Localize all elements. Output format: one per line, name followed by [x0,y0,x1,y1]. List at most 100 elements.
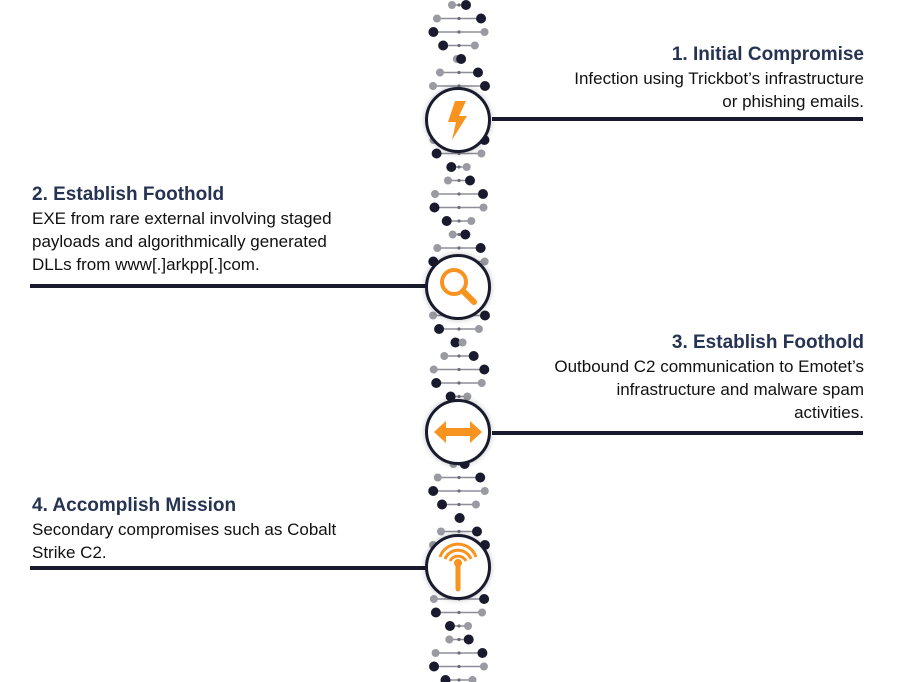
dna-rung-dot [457,327,461,331]
double-arrow-icon [434,421,482,443]
dna-strand-bead [468,676,477,682]
dna-strand-bead [463,634,474,645]
dna-strand-bead [461,0,472,10]
step-4-node [425,534,491,600]
dna-strand-bead [441,216,452,226]
dna-rung-dot [457,664,461,669]
dna-rung-dot [457,70,461,75]
dna-strand-bead [435,68,444,77]
dna-strand-bead [477,189,488,199]
magnifier-icon [440,268,477,305]
dna-strand-bead [472,526,483,537]
dna-rung-dot [457,43,461,48]
step-3-line-3: activities. [794,403,864,422]
dna-strand-bead [436,527,445,536]
step-2-line-1: EXE from rare external involving staged [32,209,332,228]
dna-strand-bead [445,635,454,644]
connector-line-step-3 [492,431,863,435]
dna-rung-dot [457,3,461,7]
dna-rung-dot [457,529,461,534]
dna-rung-dot [457,354,461,358]
dna-rung-dot [457,165,461,169]
dna-strand-bead [479,594,490,604]
dna-strand-bead [454,513,465,523]
dna-strand-bead [479,364,490,375]
dna-rung-dot [457,381,461,385]
dna-strand-bead [468,351,479,361]
step-3-line-1: Outbound C2 communication to Emotet’s [554,357,864,376]
step-2-line-2: payloads and algorithmically generated [32,232,327,251]
dna-strand-bead [458,338,467,347]
dna-rung-dot [457,394,461,399]
dna-strand-bead [429,311,438,320]
dna-rung-dot [457,367,461,372]
dna-strand-bead [477,149,486,158]
dna-strand-bead [430,607,441,618]
step-4-line-1: Secondary compromises such as Cobalt [32,520,337,539]
dna-strand-bead [446,162,457,172]
dna-strand-bead [467,217,476,225]
step-1-line-2: or phishing emails. [722,92,864,111]
dna-strand-bead [433,244,442,252]
dna-strand-bead [450,337,461,348]
dna-strand-bead [460,229,471,240]
dna-rung-dot [457,205,461,210]
dna-strand-bead [462,163,471,171]
dna-strand-bead [438,40,449,51]
step-4-block: 4. Accomplish Mission Secondary compromi… [32,494,336,564]
step-3-line-2: infrastructure and malware spam [616,380,864,399]
step-4-title: 4. Accomplish Mission [32,495,237,516]
dna-rung-dot [457,219,461,223]
dna-strand-bead [444,621,455,631]
dna-rung-dot [457,232,461,237]
dna-strand-bead [475,243,486,253]
connector-line-step-2 [30,284,426,288]
dna-strand-bead [428,27,439,37]
dna-strand-bead [440,352,449,360]
dna-strand-bead [437,499,448,510]
dna-strand-bead [479,81,490,91]
dna-rung-dot [457,30,461,34]
dna-strand-bead [474,325,483,333]
dna-rung-dot [457,192,461,196]
dna-rung-dot [457,637,461,642]
dna-strand-bead [429,82,438,90]
dna-strand-bead [440,675,451,682]
dna-strand-bead [434,324,445,334]
dna-strand-bead [447,1,456,9]
dna-strand-bead [475,472,486,483]
dna-strand-bead [464,622,473,630]
dna-rung-dot [457,678,461,682]
dna-rung-dot [457,178,461,183]
dna-strand-bead [480,487,489,495]
dna-strand-bead [429,661,440,672]
broadcast-antenna-icon [438,542,478,592]
dna-strand-bead [433,473,442,482]
step-2-line-3: DLLs from www[.]arkpp[.]com. [32,255,260,274]
dna-strand-bead [471,500,480,509]
dna-strand-bead [443,176,452,185]
dna-strand-bead [431,148,442,159]
dna-rung-dot [457,610,461,615]
dna-strand-bead [480,257,489,266]
dna-strand-bead [448,230,457,239]
dna-rung-dot [457,16,461,21]
dna-strand-bead [470,41,479,50]
dna-strand-bead [429,595,438,603]
dna-strand-bead [431,378,442,388]
dna-strand-bead [473,67,484,78]
step-1-line-1: Infection using Trickbot’s infrastructur… [574,69,864,88]
dna-strand-bead [478,608,487,617]
dna-rung-dot [457,651,461,655]
dna-strand-bead [428,486,439,496]
dna-strand-bead [456,54,467,64]
dna-strand-bead [480,28,489,36]
step-3-block: 3. Establish Foothold Outbound C2 commun… [554,331,864,424]
dna-strand-bead [463,392,472,401]
dna-strand-bead [431,190,440,198]
dna-rung-dot [457,84,461,88]
connector-line-step-1 [492,117,863,121]
dna-strand-bead [431,649,440,657]
step-4-line-2: Strike C2. [32,543,107,562]
step-3-node [425,399,491,465]
